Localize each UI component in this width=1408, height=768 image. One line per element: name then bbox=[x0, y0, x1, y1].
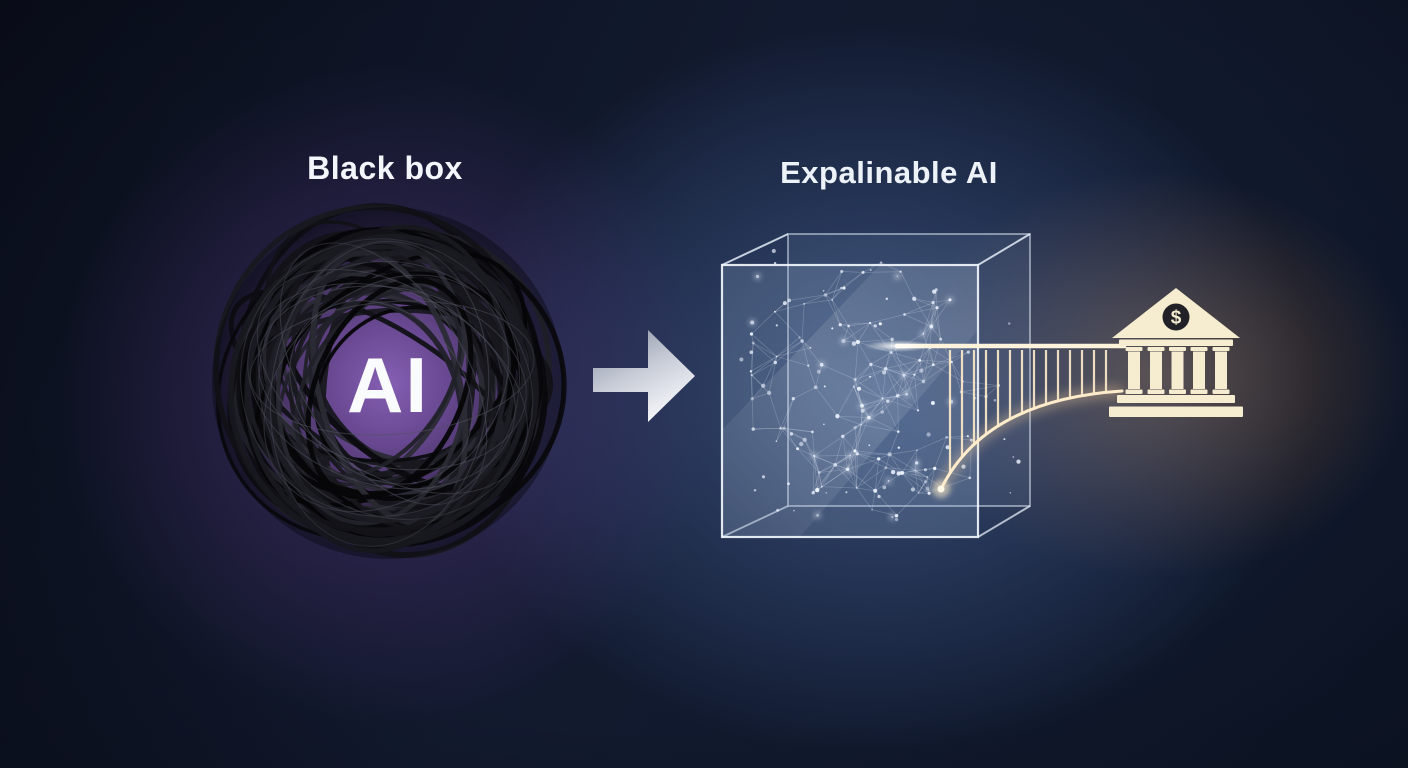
network-cluster bbox=[739, 248, 1021, 522]
bank-columns bbox=[1125, 347, 1230, 394]
dollar-sign-icon: $ bbox=[1171, 308, 1182, 329]
cube-glass-sheen bbox=[722, 265, 978, 537]
bridge-arch bbox=[939, 389, 1124, 491]
explainable-ai-label: Expalinable AI bbox=[780, 155, 998, 190]
ai-text: AI bbox=[347, 341, 429, 429]
black-box-label: Black box bbox=[307, 150, 463, 186]
ball-shading bbox=[212, 207, 564, 559]
bridge-start-flare bbox=[864, 340, 932, 352]
bank-step-upper bbox=[1117, 395, 1235, 403]
dollar-circle bbox=[1162, 303, 1190, 331]
black-box-ball: AI bbox=[212, 203, 567, 559]
bridge-slats bbox=[948, 350, 1108, 473]
bank-icon: $ bbox=[1109, 288, 1243, 417]
arrow-right-icon bbox=[593, 330, 695, 422]
bridge-end-glow bbox=[937, 485, 945, 493]
glass-cube bbox=[720, 233, 1031, 539]
bridge bbox=[864, 340, 1127, 498]
bank-step-lower bbox=[1109, 406, 1243, 417]
